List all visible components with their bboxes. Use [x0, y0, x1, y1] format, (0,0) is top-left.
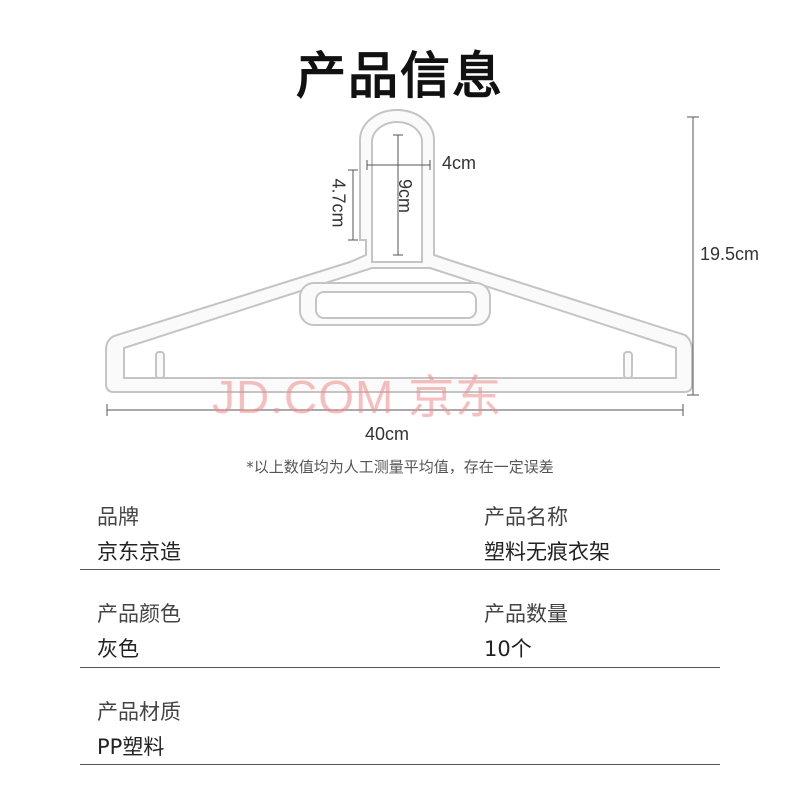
spec-label-material: 产品材质 [97, 700, 181, 724]
spec-label-name: 产品名称 [484, 505, 568, 529]
hook-height-label: 9cm [395, 178, 416, 214]
measurement-note: *以上数值均为人工测量平均值，存在一定误差 [246, 458, 554, 476]
divider [80, 667, 720, 668]
page-title: 产品信息 [296, 47, 504, 105]
spec-label-color: 产品颜色 [97, 602, 181, 626]
hook-width-label: 4cm [442, 153, 477, 173]
spec-value-name: 塑料无痕衣架 [484, 540, 610, 564]
width-dimension-label: 40cm [365, 424, 410, 444]
spec-value-material: PP塑料 [97, 735, 165, 759]
spec-value-color: 灰色 [97, 637, 139, 661]
divider [80, 764, 720, 765]
hanger-illustration [105, 109, 693, 393]
hook-gap-label: 4.7cm [328, 178, 349, 228]
spec-label-quantity: 产品数量 [484, 602, 568, 626]
spec-value-brand: 京东京造 [97, 540, 181, 564]
watermark: JD.COM 京东 [212, 371, 503, 423]
spec-label-brand: 品牌 [97, 505, 139, 529]
height-dimension-label: 19.5cm [700, 244, 760, 264]
dimension-lines [106, 116, 699, 416]
divider [80, 569, 720, 570]
spec-value-quantity: 10个 [484, 637, 532, 661]
